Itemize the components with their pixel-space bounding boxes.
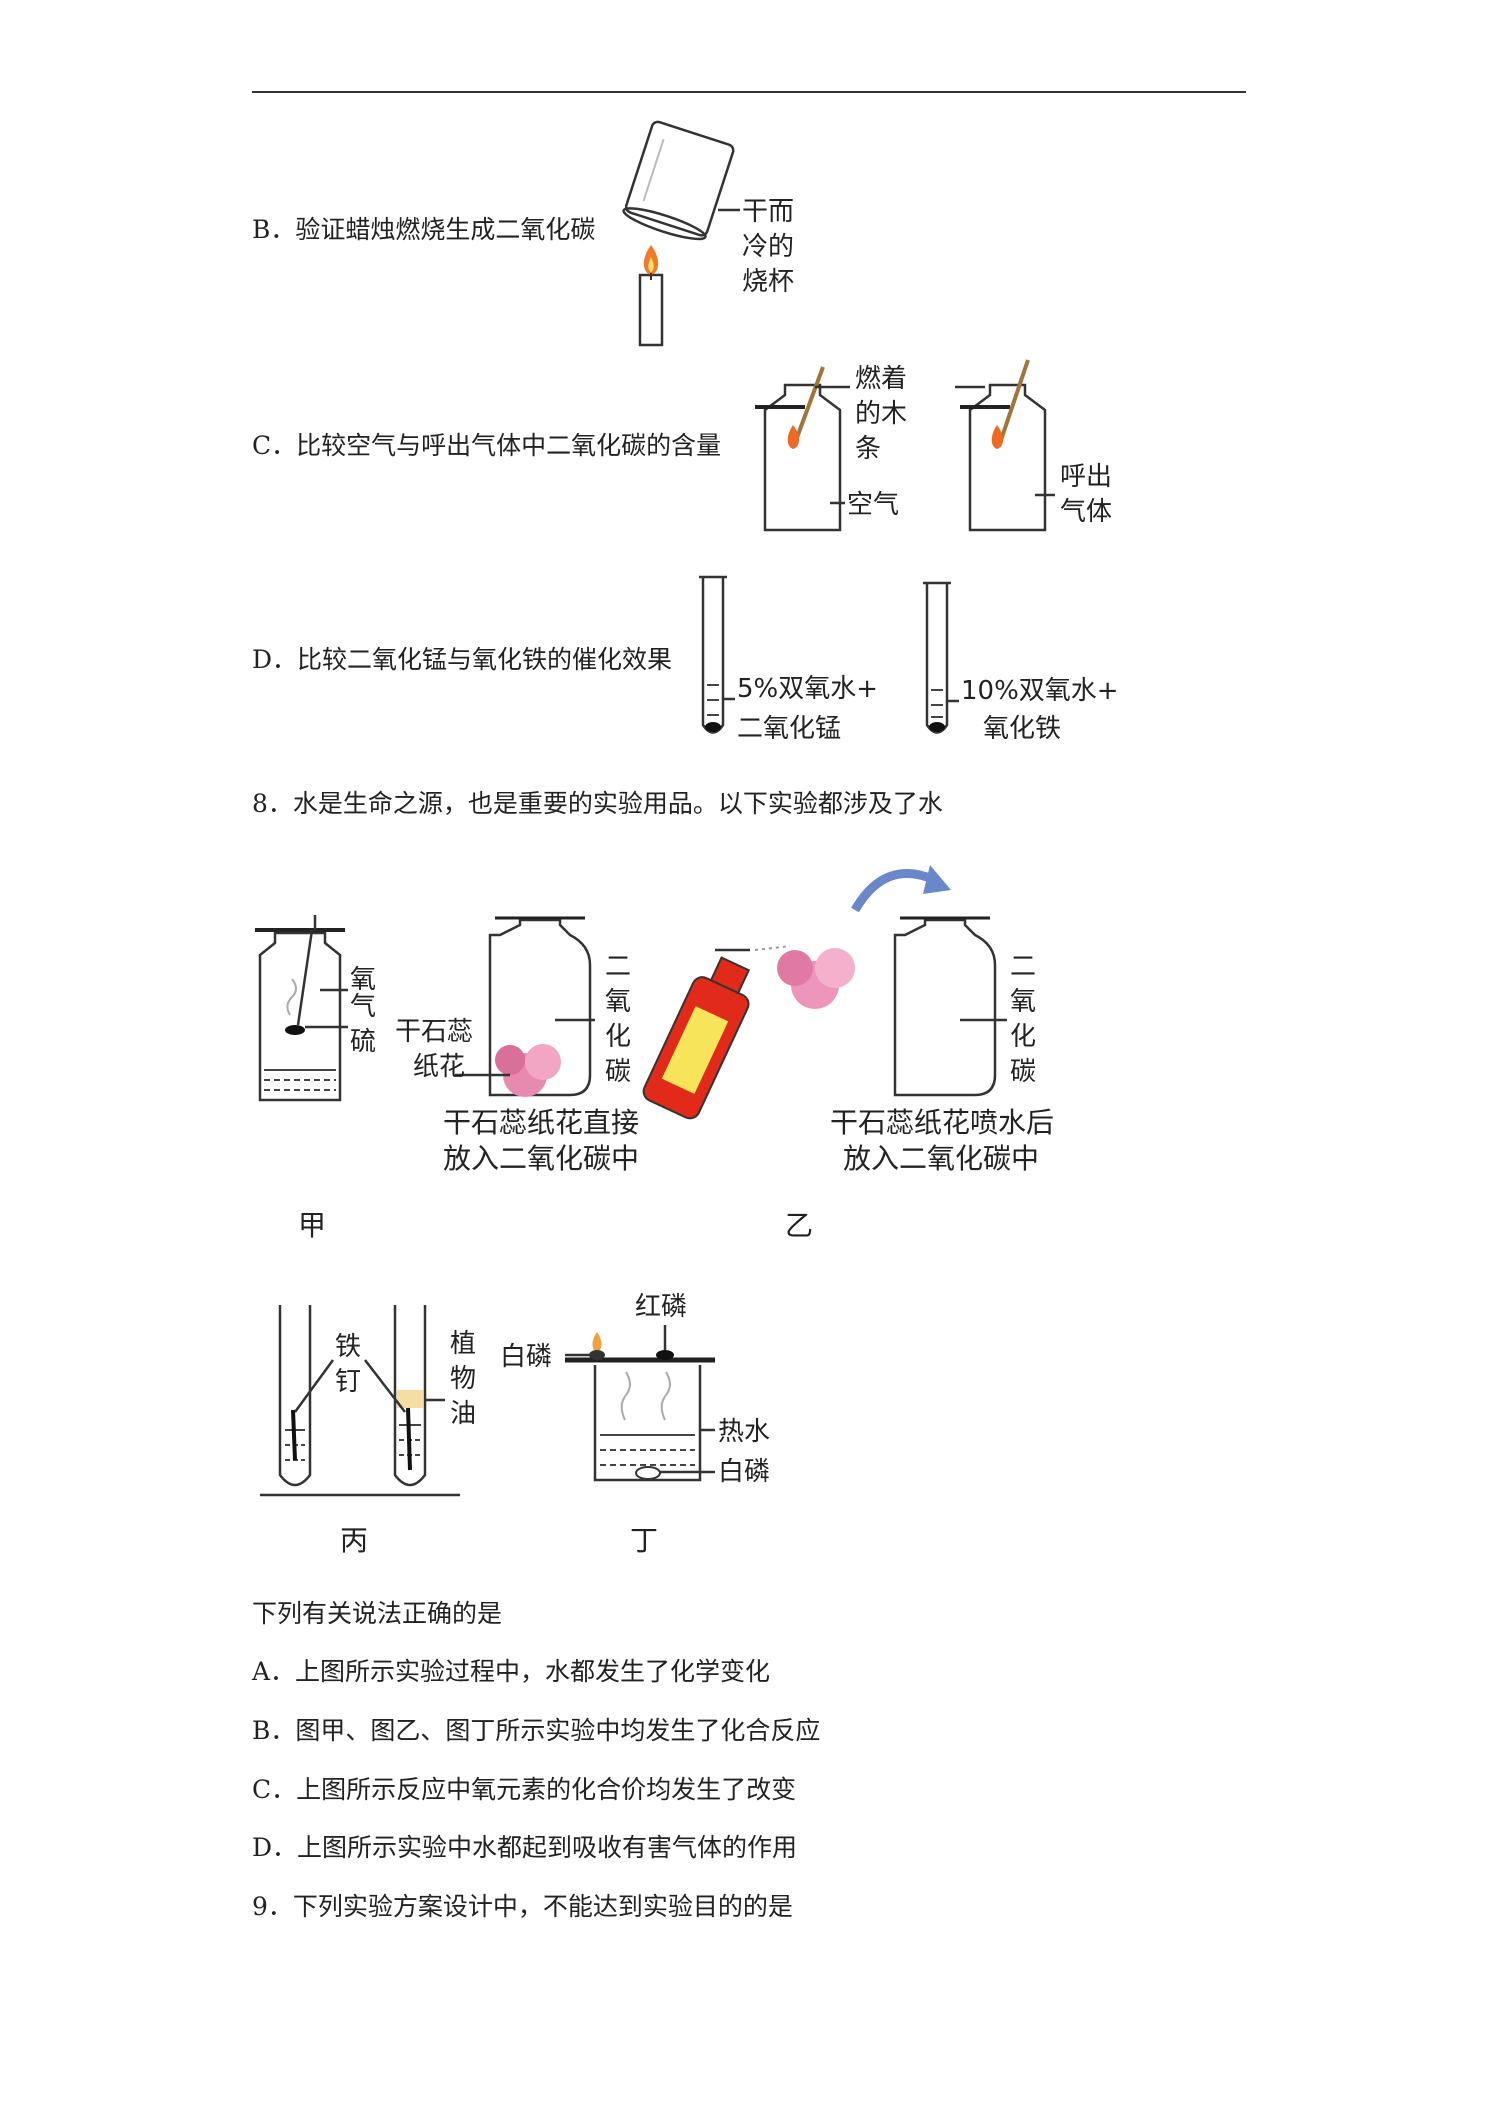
jar-dry-flower-icon [488, 916, 592, 1097]
label-oxygen-1: 氧 [350, 965, 376, 995]
figure-candle-beaker: 干而 冷的 烧杯 [622, 120, 794, 347]
label-co2-a3: 化 [605, 1022, 631, 1052]
beaker-icon [622, 120, 735, 241]
label-gas: 气体 [1060, 497, 1112, 527]
figure-ding: 红磷 白磷 热水 白磷 丁 [500, 1292, 770, 1557]
label-white-p-bottom: 白磷 [718, 1457, 770, 1487]
bottle-air-icon [755, 366, 842, 532]
caption-jia: 甲 [298, 1209, 326, 1242]
q8-stem: 8．水是生命之源，也是重要的实验用品。以下实验都涉及了水 [252, 789, 943, 818]
figure-yi: 干石蕊 纸花 二 氧 化 碳 干石蕊纸花直接 放入二氧化碳中 二 氧 化 碳 干… [395, 865, 1054, 1242]
label-cold: 冷的 [742, 232, 794, 262]
caption-bing: 丙 [340, 1524, 368, 1557]
caption-yi: 乙 [785, 1209, 813, 1242]
tube-oil-icon [393, 1305, 427, 1487]
tube-mno2-icon [699, 575, 727, 734]
spray-bottle-icon [642, 945, 791, 1120]
header-rule [252, 91, 1246, 93]
label-air: 空气 [847, 490, 899, 520]
label-co2-a1: 二 [605, 952, 631, 982]
figure-bing: 铁 钉 植 物 油 丙 [260, 1305, 476, 1557]
label-matter: 物 [450, 1364, 476, 1394]
label-oil: 油 [450, 1399, 476, 1429]
label-hot-water: 热水 [718, 1417, 770, 1447]
label-white-p-top: 白磷 [500, 1342, 552, 1372]
q8-prompt: 下列有关说法正确的是 [252, 1599, 503, 1628]
option-c: C．比较空气与呼出气体中二氧化碳的含量 [252, 431, 722, 460]
caption-ding: 丁 [630, 1524, 658, 1557]
q8-option-d: D．上图所示实验中水都起到吸收有害气体的作用 [252, 1833, 798, 1862]
tube-fe2o3-icon [923, 581, 951, 734]
beaker-water-icon [593, 1365, 702, 1482]
desc-direct-2: 放入二氧化碳中 [443, 1142, 639, 1175]
label-sulfur: 硫 [350, 1027, 376, 1057]
label-nail: 钉 [335, 1367, 361, 1397]
figure-test-tubes: 5%双氧水+ 二氧化锰 10%双氧水+ 氧化铁 [699, 575, 1119, 744]
jar-wet-flower-icon [893, 916, 997, 1097]
label-co2-b2: 氧 [1010, 987, 1036, 1017]
tube-water-icon [278, 1305, 312, 1487]
label-co2-a2: 氧 [605, 987, 631, 1017]
label-iron: 铁 [335, 1332, 361, 1362]
label-strip: 条 [855, 434, 881, 464]
nail-icon [291, 1409, 297, 1461]
label-co2-a4: 碳 [605, 1057, 631, 1087]
label-red-p: 红磷 [635, 1292, 687, 1322]
desc-wet-2: 放入二氧化碳中 [843, 1142, 1039, 1175]
option-d: D．比较二氧化锰与氧化铁的催化效果 [252, 645, 673, 674]
arrow-icon [851, 869, 937, 913]
flower-icon [777, 948, 855, 1009]
bottle-breath-icon [960, 359, 1047, 532]
label-co2-b3: 化 [1010, 1022, 1036, 1052]
label-co2-b1: 二 [1010, 952, 1036, 982]
q9-stem: 9．下列实验方案设计中，不能达到实验目的的是 [252, 1892, 793, 1921]
figure-jia: 氧 气 硫 甲 [255, 915, 376, 1242]
desc-direct-1: 干石蕊纸花直接 [443, 1106, 639, 1139]
label-beaker: 烧杯 [742, 267, 794, 297]
desc-wet-1: 干石蕊纸花喷水后 [830, 1106, 1054, 1139]
label-litmus-2: 纸花 [413, 1052, 465, 1082]
spoon-icon [285, 1025, 305, 1035]
q8-option-b: B．图甲、图乙、图丁所示实验中均发生了化合反应 [252, 1716, 821, 1745]
label-oxygen-2: 气 [350, 992, 376, 1022]
label-fe2o3: 氧化铁 [983, 714, 1061, 744]
label-h2o2-5: 5%双氧水+ [737, 674, 878, 704]
figure-splint-bottles: 燃着 的木 条 空气 呼出 气体 [755, 359, 1112, 532]
label-exhaled: 呼出 [1060, 462, 1112, 492]
candle-icon [638, 245, 664, 347]
label-plant: 植 [450, 1329, 476, 1359]
label-burning: 燃着 [855, 364, 907, 394]
label-dry-cold: 干而 [742, 197, 794, 227]
label-co2-b4: 碳 [1010, 1057, 1036, 1087]
q8-option-a: A．上图所示实验过程中，水都发生了化学变化 [252, 1657, 771, 1686]
label-litmus-1: 干石蕊 [395, 1017, 473, 1047]
label-wood: 的木 [855, 399, 907, 429]
label-mno2: 二氧化锰 [737, 714, 841, 744]
label-h2o2-10: 10%双氧水+ [961, 676, 1119, 706]
option-b: B．验证蜡烛燃烧生成二氧化碳 [252, 215, 596, 244]
flame-icon [592, 1332, 602, 1352]
q8-option-c: C．上图所示反应中氧元素的化合价均发生了改变 [252, 1775, 797, 1804]
